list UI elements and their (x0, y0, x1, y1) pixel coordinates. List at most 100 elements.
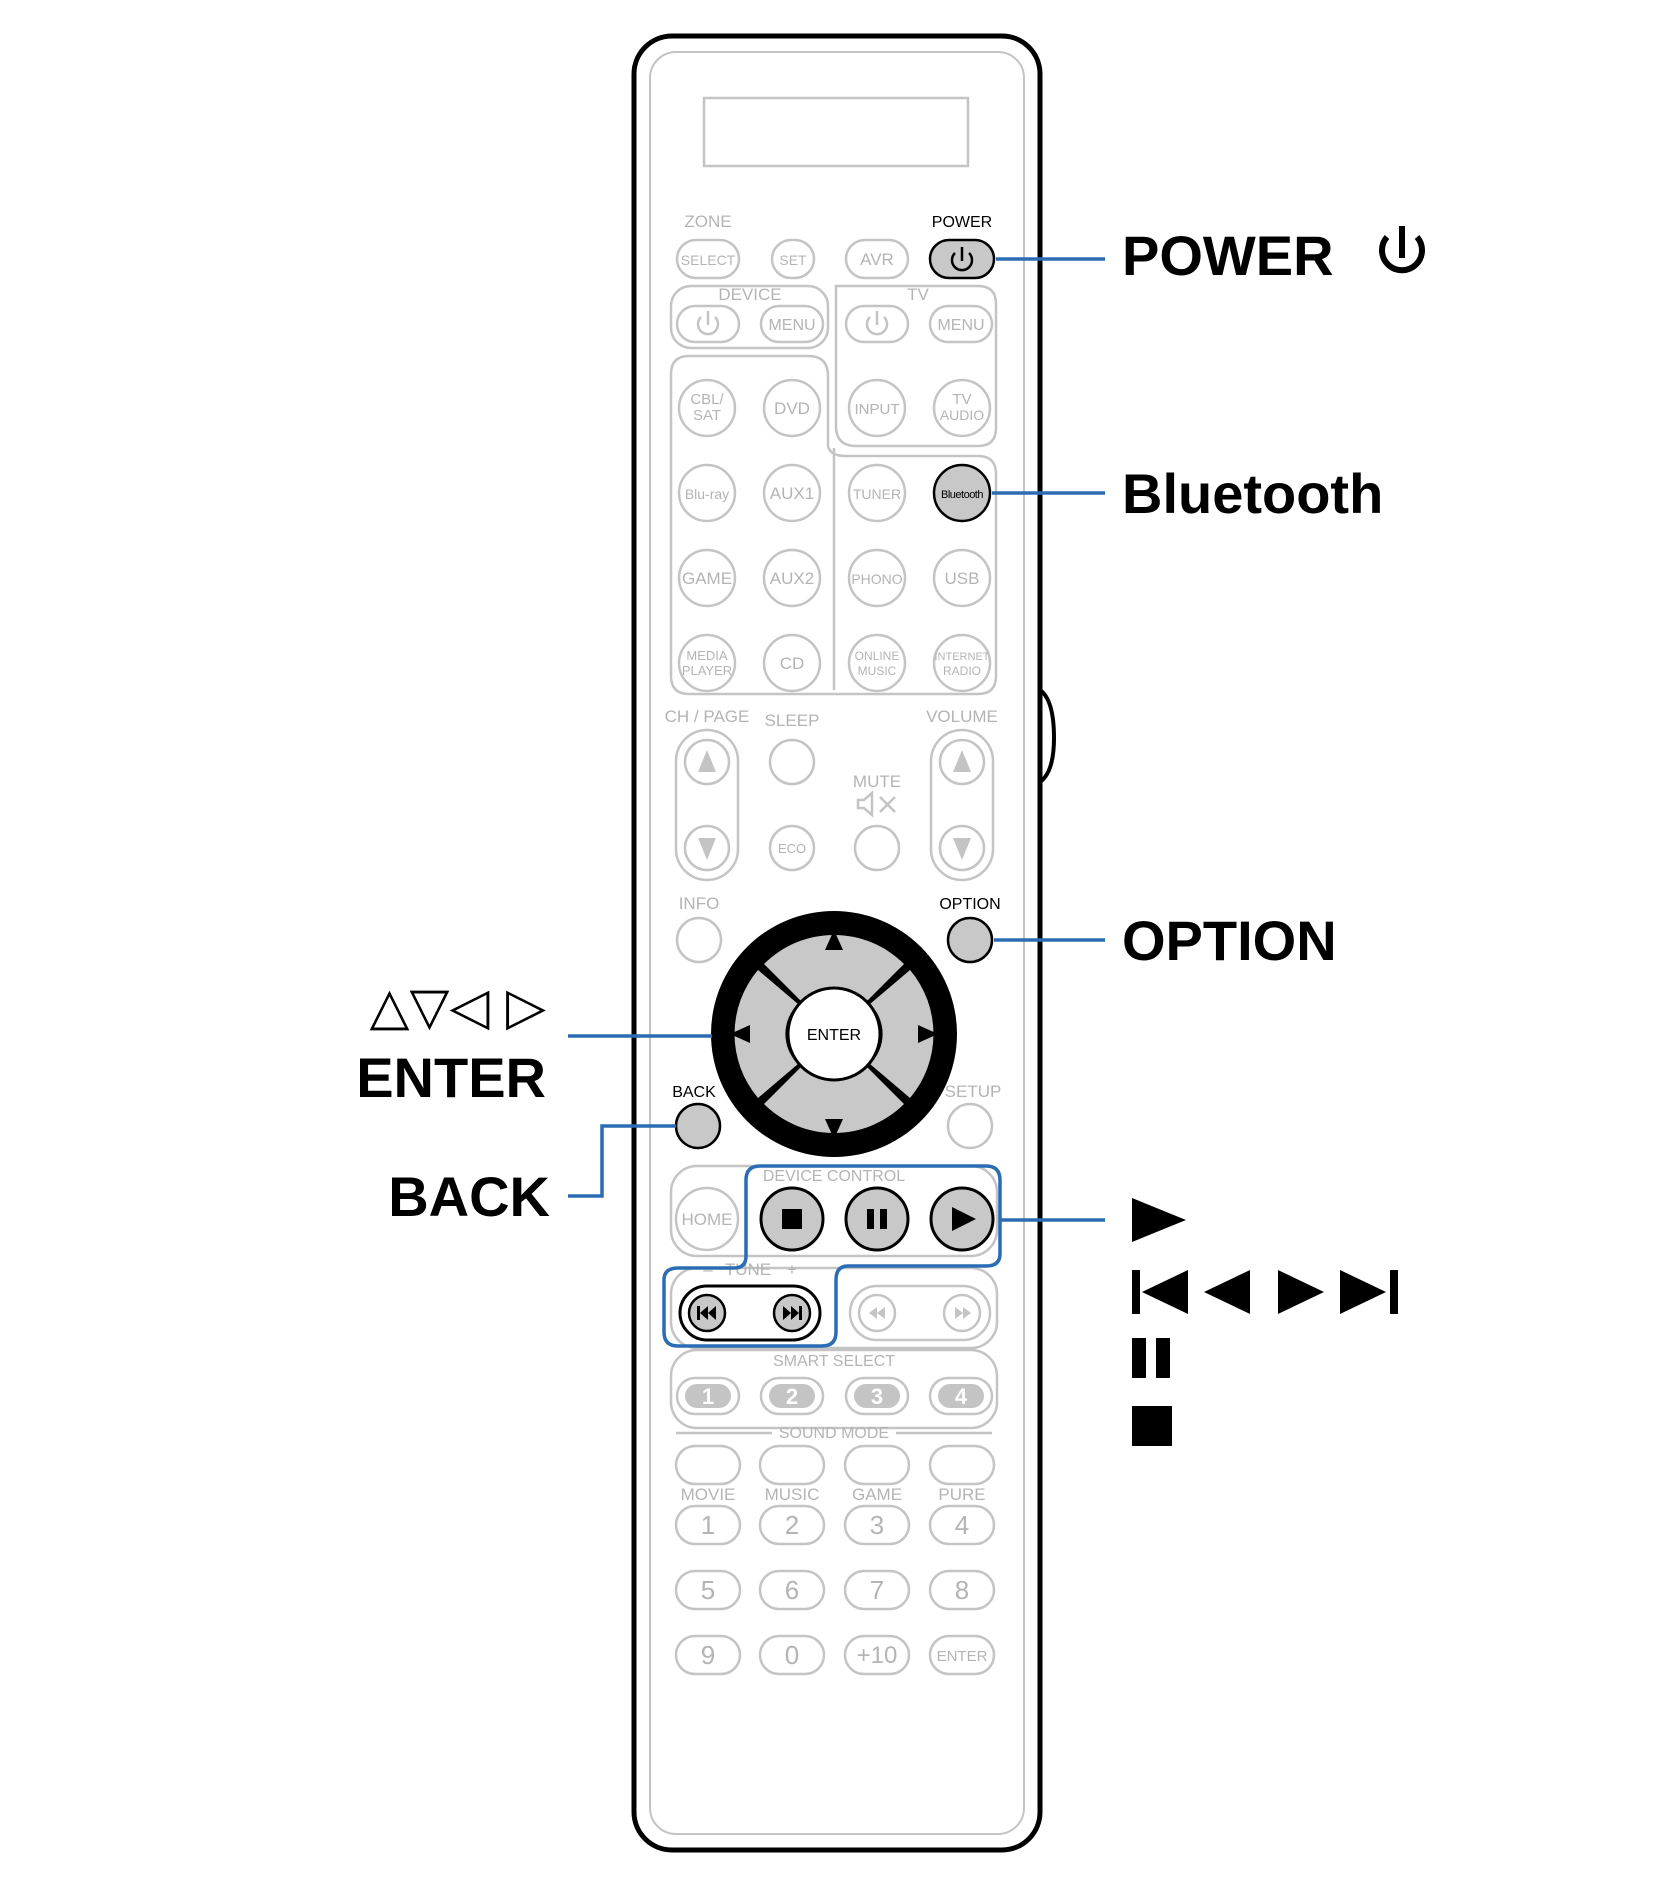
usb-button[interactable] (932, 548, 992, 608)
input-label: INPUT (855, 401, 900, 418)
option-button[interactable] (946, 916, 994, 964)
num-1-label: 1 (701, 1510, 715, 1540)
dpad-left-segment[interactable] (734, 970, 798, 1098)
num-enter-button[interactable] (928, 1634, 996, 1676)
play-icon (1132, 1198, 1186, 1242)
cd-button[interactable] (762, 633, 822, 693)
back-label: BACK (672, 1084, 716, 1101)
tuner-button[interactable] (847, 463, 907, 523)
setup-button[interactable] (946, 1102, 994, 1150)
usb-label: USB (945, 569, 980, 588)
up-triangle-icon (698, 750, 716, 772)
mute-button[interactable] (853, 824, 901, 872)
sleep-label: SLEEP (765, 711, 820, 730)
set-button[interactable] (770, 238, 816, 280)
skip-forward-icon (1278, 1270, 1398, 1314)
zone-select-label: SELECT (681, 252, 736, 268)
enter-button[interactable] (786, 986, 882, 1082)
device-label: DEVICE (718, 285, 781, 304)
tv-audio-button[interactable] (932, 378, 992, 438)
mute-speaker-icon (856, 790, 896, 818)
back-callout-line (568, 1124, 676, 1198)
sleep-button[interactable] (768, 738, 816, 786)
dpad-up-segment[interactable] (764, 935, 904, 1004)
tv-menu-button[interactable] (928, 304, 994, 344)
sound-mode-movie-button[interactable] (674, 1444, 742, 1486)
num-1-button[interactable] (674, 1504, 742, 1546)
num-6-button[interactable] (758, 1569, 826, 1611)
num-plus10-button[interactable] (843, 1634, 911, 1676)
device-menu-button[interactable] (759, 304, 825, 344)
num-4-button[interactable] (928, 1504, 996, 1546)
bluray-label: Blu-ray (685, 486, 729, 502)
aux2-button[interactable] (762, 548, 822, 608)
dvd-button[interactable] (762, 378, 822, 438)
skip-back-icon (1132, 1270, 1250, 1314)
aux1-button[interactable] (762, 463, 822, 523)
phono-button[interactable] (847, 548, 907, 608)
sound-mode-music-button[interactable] (758, 1444, 826, 1486)
tv-label: TV (907, 285, 929, 304)
num-9-button[interactable] (674, 1634, 742, 1676)
game-button[interactable] (677, 548, 737, 608)
pure-label: PURE (938, 1485, 985, 1504)
power-label: POWER (932, 214, 992, 231)
num-3-button[interactable] (843, 1504, 911, 1546)
eco-button[interactable] (768, 824, 816, 872)
game-mode-label: GAME (852, 1485, 902, 1504)
tv-power-icon (865, 311, 889, 336)
play-icon (952, 1207, 976, 1231)
num-0-button[interactable] (758, 1634, 826, 1676)
aux1-label: AUX1 (770, 484, 814, 503)
pause-icon (1132, 1338, 1170, 1378)
dvd-label: DVD (774, 399, 810, 418)
internet-radio-button[interactable] (932, 633, 992, 693)
media-player-button[interactable] (677, 633, 737, 693)
aux2-label: AUX2 (770, 569, 814, 588)
sound-mode-game-button[interactable] (843, 1444, 911, 1486)
source-group-frame (669, 354, 998, 696)
volume-up-triangle-icon (953, 750, 971, 772)
num-2-label: 2 (785, 1510, 799, 1540)
back-button[interactable] (674, 1102, 722, 1150)
home-label: HOME (682, 1210, 733, 1229)
smart-select-1-label: 1 (702, 1384, 714, 1409)
input-button[interactable] (847, 378, 907, 438)
info-button[interactable] (675, 916, 723, 964)
avr-button[interactable] (844, 238, 910, 280)
online-music-button[interactable] (847, 633, 907, 693)
dpad-down-segment[interactable] (764, 1064, 904, 1133)
num-7-label: 7 (870, 1575, 884, 1605)
pause-button[interactable] (844, 1186, 910, 1252)
cursor-arrows-callout: △▽◁ ▷ (370, 977, 547, 1037)
tune-plus-label: + (787, 1260, 797, 1279)
rewind-icon (869, 1307, 885, 1319)
cbl-sat-button[interactable] (677, 378, 737, 438)
smart-select-4-label: 4 (955, 1384, 968, 1409)
dpad-right-icon (918, 1025, 938, 1043)
bluetooth-button[interactable] (932, 463, 992, 523)
num-4-label: 4 (955, 1510, 969, 1540)
info-label: INFO (679, 894, 720, 913)
power-callout: POWER (1122, 224, 1334, 287)
eco-label: ECO (778, 841, 806, 856)
smart-select-2-label: 2 (786, 1384, 798, 1409)
num-3-label: 3 (870, 1510, 884, 1540)
stop-icon (782, 1209, 802, 1229)
smart-select-label: SMART SELECT (773, 1353, 895, 1370)
dpad-right-segment[interactable] (870, 970, 934, 1098)
num-2-button[interactable] (758, 1504, 826, 1546)
num-8-button[interactable] (928, 1569, 996, 1611)
dpad-down-icon (825, 1119, 843, 1139)
ch-page-label: CH / PAGE (665, 707, 750, 726)
num-7-button[interactable] (843, 1569, 911, 1611)
sound-mode-pure-button[interactable] (928, 1444, 996, 1486)
tv-audio-label-1: TV (952, 391, 971, 408)
bluray-button[interactable] (677, 463, 737, 523)
option-callout: OPTION (1122, 909, 1337, 972)
home-button[interactable] (674, 1186, 740, 1252)
num-5-button[interactable] (674, 1569, 742, 1611)
zone-select-button[interactable] (675, 238, 741, 280)
avr-label: AVR (860, 250, 894, 269)
